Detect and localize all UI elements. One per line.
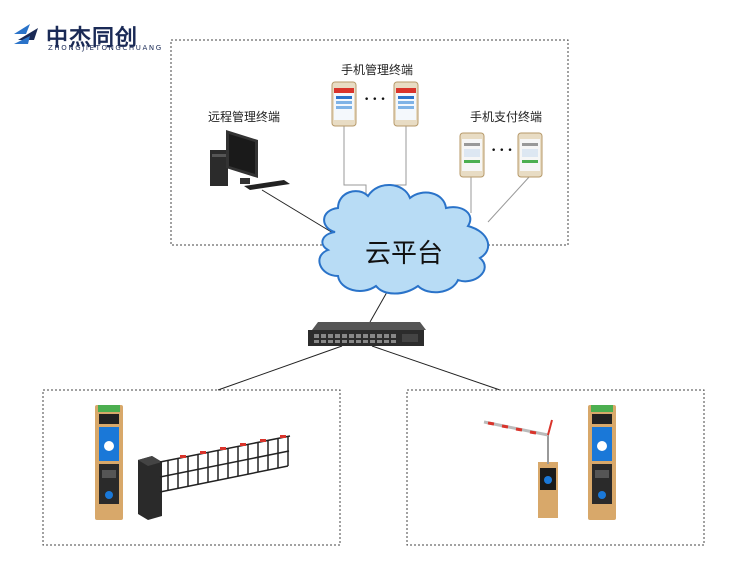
label-mobile-management-terminal: 手机管理终端 <box>341 63 414 77</box>
network-switch-icon <box>308 322 426 346</box>
smartphone-icon <box>393 81 419 127</box>
smartphone-icon <box>459 132 485 178</box>
site-left-box <box>42 389 341 546</box>
computer-connection <box>261 189 339 237</box>
label-cloud-platform: 云平台 <box>365 239 444 269</box>
site-right-box <box>406 389 705 546</box>
cloud-icon <box>318 184 490 295</box>
switch-site-right-connection <box>371 345 501 391</box>
smartphone-icon <box>331 81 357 127</box>
ellipsis-management: • • • <box>364 95 386 105</box>
boom-barrier-icon <box>483 419 558 518</box>
smartphone-icon <box>517 132 543 178</box>
logo-arrow-icon <box>14 24 38 44</box>
logo-name-en: ZHONGJIETONGCHUANG <box>48 44 163 52</box>
logo-name-cn: 中杰同创 <box>46 26 139 51</box>
label-remote-terminal: 远程管理终端 <box>208 110 281 124</box>
kiosk-icon <box>588 405 616 520</box>
kiosk-icon <box>95 405 123 520</box>
switch-site-left-connection <box>217 345 343 391</box>
desktop-computer-icon <box>210 130 290 190</box>
fence-barrier-icon <box>138 435 291 520</box>
ellipsis-payment: • • • <box>491 146 513 156</box>
label-mobile-payment-terminal: 手机支付终端 <box>470 110 543 124</box>
